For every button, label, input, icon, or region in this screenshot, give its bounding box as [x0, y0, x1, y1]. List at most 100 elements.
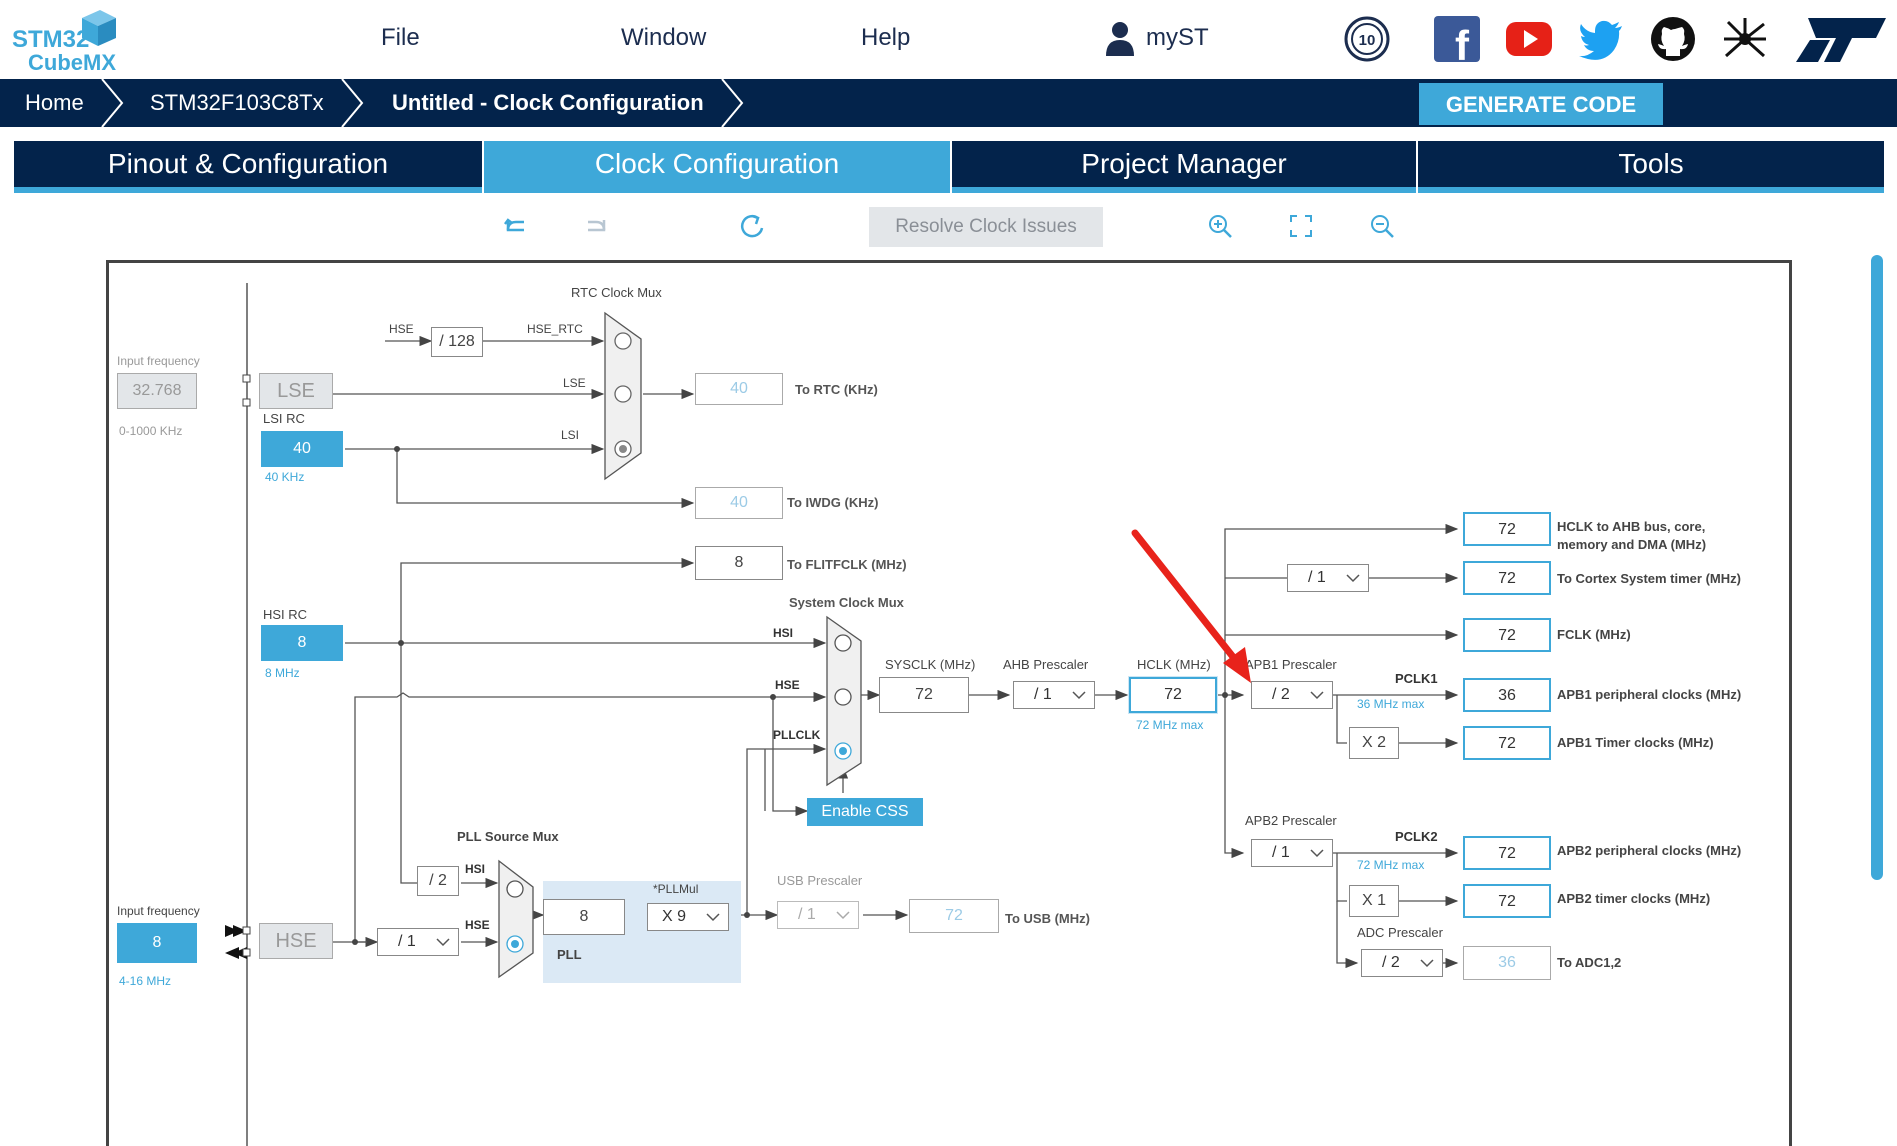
- lsi-input-label: LSI: [561, 428, 579, 442]
- breadcrumb-current-page: Untitled - Clock Configuration: [392, 90, 704, 115]
- tab-clock-configuration[interactable]: Clock Configuration: [484, 141, 950, 193]
- clock-diagram-canvas: RTC Clock Mux HSE HSE_RTC LSE LSI Input …: [106, 260, 1792, 1146]
- cortex-timer-divider-select[interactable]: / 1: [1287, 564, 1369, 592]
- hse-input-frequency-label: Input frequency: [117, 904, 200, 918]
- stm32cubemx-logo[interactable]: STM32 CubeMX: [12, 8, 122, 75]
- lse-frequency-input[interactable]: 32.768: [117, 373, 197, 409]
- refresh-icon[interactable]: [736, 210, 768, 242]
- apb2-peripheral-label: APB2 peripheral clocks (MHz): [1557, 843, 1741, 858]
- undo-icon[interactable]: [500, 210, 532, 242]
- ahb-prescaler-select[interactable]: / 1: [1013, 681, 1095, 709]
- st-logo-icon[interactable]: [1796, 14, 1888, 64]
- breadcrumb-device[interactable]: STM32F103C8Tx: [150, 90, 324, 115]
- hclk-label: HCLK (MHz): [1137, 657, 1211, 672]
- tab-project-manager[interactable]: Project Manager: [952, 141, 1416, 193]
- breadcrumb-separator-icon: [101, 79, 124, 127]
- hse-oscillator: HSE: [259, 923, 333, 959]
- to-usb-label: To USB (MHz): [1005, 911, 1090, 926]
- adc-prescaler-select[interactable]: / 2: [1361, 949, 1443, 977]
- lsi-unit-label: 40 KHz: [265, 470, 304, 484]
- menu-window[interactable]: Window: [621, 24, 707, 51]
- zoom-out-icon[interactable]: [1366, 210, 1398, 242]
- apb2-prescaler-select[interactable]: / 1: [1251, 839, 1333, 867]
- tab-pinout-configuration[interactable]: Pinout & Configuration: [14, 141, 482, 193]
- to-adc-label: To ADC1,2: [1557, 955, 1621, 970]
- fit-icon[interactable]: [1285, 210, 1317, 242]
- pll-source-mux-title: PLL Source Mux: [457, 829, 559, 844]
- hse-range-label: 4-16 MHz: [119, 974, 171, 988]
- vertical-scrollbar[interactable]: [1871, 255, 1883, 880]
- network-icon[interactable]: [1722, 16, 1768, 62]
- chevron-down-icon: [1072, 691, 1086, 700]
- main-tabs: Pinout & Configuration Clock Configurati…: [14, 141, 1884, 193]
- top-bar: STM32 CubeMX File Window Help myST 10 f: [0, 0, 1897, 79]
- resolve-clock-issues-button[interactable]: Resolve Clock Issues: [869, 207, 1103, 247]
- user-icon: [1106, 22, 1134, 56]
- rtc-mux-title: RTC Clock Mux: [571, 285, 662, 300]
- fclk-value: 72: [1463, 618, 1551, 652]
- tab-tools[interactable]: Tools: [1418, 141, 1884, 193]
- system-mux-title: System Clock Mux: [789, 595, 905, 610]
- hclk-out-label-2: memory and DMA (MHz): [1557, 537, 1706, 552]
- hse-label: HSE: [389, 322, 414, 336]
- apb1-peripheral-label: APB1 peripheral clocks (MHz): [1557, 687, 1741, 702]
- menu-file[interactable]: File: [381, 24, 420, 51]
- pclk1-max-label: 36 MHz max: [1357, 697, 1424, 711]
- myst-label: myST: [1146, 24, 1209, 51]
- hclk-input[interactable]: 72: [1129, 677, 1217, 713]
- facebook-icon[interactable]: f: [1434, 16, 1480, 62]
- annotation-arrow-icon: [1131, 529, 1251, 683]
- chevron-down-icon: [1346, 574, 1360, 583]
- usb-prescaler-value: / 1: [798, 906, 816, 923]
- generate-code-button[interactable]: GENERATE CODE: [1419, 83, 1663, 125]
- chevron-down-icon: [706, 913, 720, 922]
- pllmul-value: X 9: [662, 908, 687, 925]
- chevron-down-icon: [836, 911, 850, 920]
- pclk2-label: PCLK2: [1395, 829, 1438, 844]
- chevron-down-icon: [1310, 849, 1324, 858]
- to-adc-value: 36: [1463, 946, 1551, 980]
- hse-frequency-input[interactable]: 8: [117, 923, 197, 963]
- zoom-in-icon[interactable]: [1204, 210, 1236, 242]
- hsi-input-label: HSI: [773, 626, 793, 640]
- pclk2-max-label: 72 MHz max: [1357, 858, 1424, 872]
- youtube-icon[interactable]: [1506, 16, 1552, 62]
- to-iwdg-value: 40: [695, 487, 783, 519]
- pllmul-select[interactable]: X 9: [647, 903, 729, 931]
- to-usb-value: 72: [909, 899, 999, 933]
- pllclk-input-label: PLLCLK: [773, 728, 821, 742]
- hclk-out-label: HCLK to AHB bus, core,: [1557, 519, 1705, 534]
- usb-prescaler-select[interactable]: / 1: [777, 901, 859, 929]
- hse-prediv-select[interactable]: / 1: [377, 928, 459, 956]
- logo-text-cubemx: CubeMX: [28, 50, 116, 75]
- breadcrumb-separator-icon: [341, 79, 364, 127]
- redo-icon[interactable]: [580, 210, 612, 242]
- to-iwdg-label: To IWDG (KHz): [787, 495, 878, 510]
- menu-help[interactable]: Help: [861, 24, 911, 51]
- hse-rtc-label: HSE_RTC: [527, 322, 583, 336]
- pll-input-value: 8: [543, 899, 625, 935]
- chevron-down-icon: [1420, 959, 1434, 968]
- cortex-timer-label: To Cortex System timer (MHz): [1557, 571, 1741, 586]
- pll-hsi-divider: / 2: [417, 866, 459, 896]
- pll-hsi-label: HSI: [465, 862, 485, 876]
- lsi-rc-oscillator: 40: [261, 431, 343, 467]
- github-icon[interactable]: [1650, 16, 1696, 62]
- twitter-icon[interactable]: [1578, 16, 1624, 62]
- adc-prescaler-label: ADC Prescaler: [1357, 925, 1444, 940]
- sysclk-value: 72: [879, 677, 969, 713]
- apb2-timer-value: 72: [1463, 884, 1551, 918]
- apb1-timer-multiplier: X 2: [1349, 727, 1399, 759]
- hclk-ahb-value: 72: [1463, 512, 1551, 546]
- breadcrumb-home[interactable]: Home: [25, 90, 84, 115]
- pllmul-label: *PLLMul: [653, 882, 698, 896]
- pclk1-label: PCLK1: [1395, 671, 1438, 686]
- apb1-prescaler-select[interactable]: / 2: [1251, 681, 1333, 709]
- lse-range-label: 0-1000 KHz: [119, 424, 182, 438]
- rtc-clock-mux: [604, 311, 642, 481]
- enable-css-button[interactable]: Enable CSS: [807, 798, 923, 826]
- apb2-prescaler-value: / 1: [1272, 844, 1290, 861]
- rtc-hse-divider: / 128: [431, 327, 483, 357]
- anniversary-icon[interactable]: 10: [1344, 16, 1390, 62]
- hse-input-label: HSE: [775, 678, 800, 692]
